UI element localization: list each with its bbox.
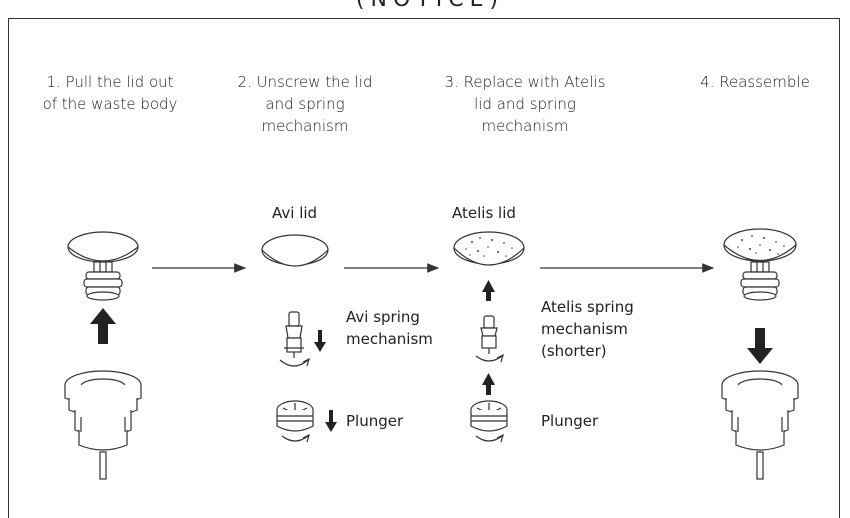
step-3-line-3: mechanism [481, 117, 569, 135]
step-3-heading: 3. Replace with Atelis lid and spring me… [420, 71, 630, 137]
avi-lid-illustration [261, 234, 329, 267]
up-arrow-icon [482, 373, 495, 395]
atelis-plunger-illustration [470, 400, 508, 443]
atelis-spring-illustration [475, 315, 504, 363]
diagram-frame [8, 18, 840, 518]
step-4-waste-body [721, 370, 799, 480]
step-4-line-1: 4. Reassemble [700, 73, 810, 91]
step-3-line-1: 3. Replace with Atelis [444, 73, 606, 91]
up-arrow-icon [482, 280, 495, 301]
atelis-spring-label-line-3: (shorter) [541, 342, 607, 360]
step-1-lid-assembly [67, 231, 139, 301]
step-3-line-2: lid and spring [474, 95, 576, 113]
avi-spring-label: Avi spring mechanism [346, 306, 433, 350]
step-2-line-3: mechanism [261, 117, 349, 135]
up-arrow-icon [90, 308, 116, 344]
down-arrow-icon [314, 330, 326, 352]
down-arrow-icon [747, 328, 773, 364]
atelis-spring-label-line-1: Atelis spring [541, 298, 634, 316]
avi-plunger-illustration [276, 400, 314, 443]
atelis-lid-texture [465, 237, 513, 257]
avi-spring-illustration [279, 311, 310, 367]
atelis-spring-label-line-2: mechanism [541, 320, 628, 338]
avi-lid-label: Avi lid [272, 204, 318, 222]
step-4-heading: 4. Reassemble [680, 71, 830, 93]
step-4-lid-texture [737, 235, 785, 255]
step-1-waste-body [64, 370, 142, 480]
plunger-label-avi: Plunger [346, 412, 404, 430]
step-1-line-2: of the waste body [42, 95, 178, 113]
atelis-lid-illustration [453, 231, 525, 266]
atelis-lid-label: Atelis lid [452, 204, 516, 222]
title-text: (NOTICE) [300, 0, 560, 11]
title-fragment: (NOTICE) [300, 0, 560, 12]
step-2-line-1: 2. Unscrew the lid [237, 73, 373, 91]
step-1-line-1: 1. Pull the lid out [46, 73, 174, 91]
step-2-heading: 2. Unscrew the lid and spring mechanism [215, 71, 395, 137]
avi-spring-label-line-1: Avi spring [346, 308, 420, 326]
plunger-label-atelis: Plunger [541, 412, 599, 430]
step-1-heading: 1. Pull the lid out of the waste body [20, 71, 200, 115]
step-2-line-2: and spring [265, 95, 345, 113]
avi-spring-label-line-2: mechanism [346, 330, 433, 348]
step-4-lid-assembly [723, 228, 797, 301]
atelis-spring-label: Atelis spring mechanism (shorter) [541, 296, 634, 362]
down-arrow-icon [325, 410, 337, 432]
